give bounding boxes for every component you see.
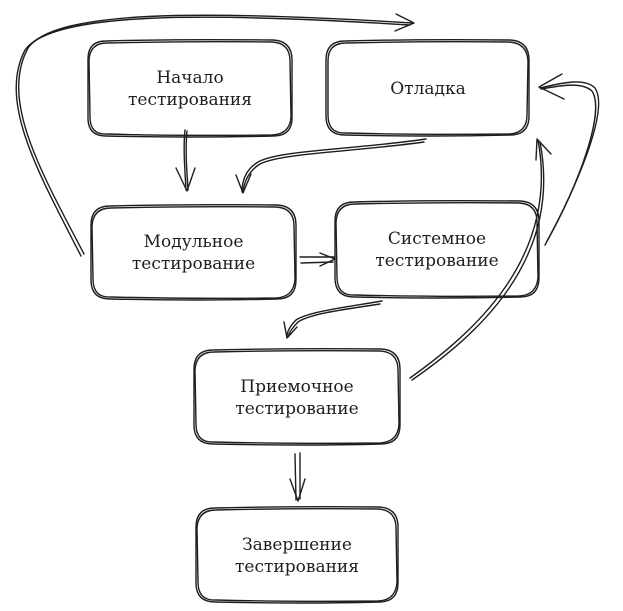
box-finish-outline [195, 505, 399, 604]
node-debug-label: Отладка [390, 78, 466, 99]
arrow-system-to-acceptance [283, 300, 383, 339]
node-system-testing: Системное тестирование [337, 204, 537, 295]
node-unit-testing: Модульное тестирование [93, 208, 294, 298]
node-unit-testing-label: Модульное тестирование [131, 232, 256, 274]
box-unit-outline [90, 203, 297, 301]
arrow-unit-to-debug [15, 13, 415, 257]
node-acceptance-testing-label: Приемочное тестирование [235, 376, 359, 419]
node-acceptance-testing: Приемочное тестирование [196, 352, 398, 443]
box-start-outline [87, 38, 293, 138]
arrow-unit-to-system [299, 252, 336, 267]
arrow-start-to-unit [175, 129, 196, 192]
node-system-testing-label: Системное тестирование [375, 228, 499, 271]
arrow-debug-to-unit [235, 138, 427, 194]
box-acceptance-outline [193, 347, 401, 446]
node-finish-testing: Завершение тестирования [198, 510, 396, 601]
box-system-outline [334, 199, 540, 299]
arrow-acceptance-to-finish [289, 452, 306, 502]
arrow-system-to-debug [538, 73, 600, 246]
node-start: Начало тестирования [90, 43, 290, 135]
box-debug-outline [325, 38, 530, 137]
node-finish-testing-label: Завершение тестирования [235, 534, 359, 577]
node-debug: Отладка [328, 43, 528, 134]
node-start-label: Начало тестирования [128, 68, 252, 110]
arrow-acceptance-to-debug [409, 138, 552, 381]
